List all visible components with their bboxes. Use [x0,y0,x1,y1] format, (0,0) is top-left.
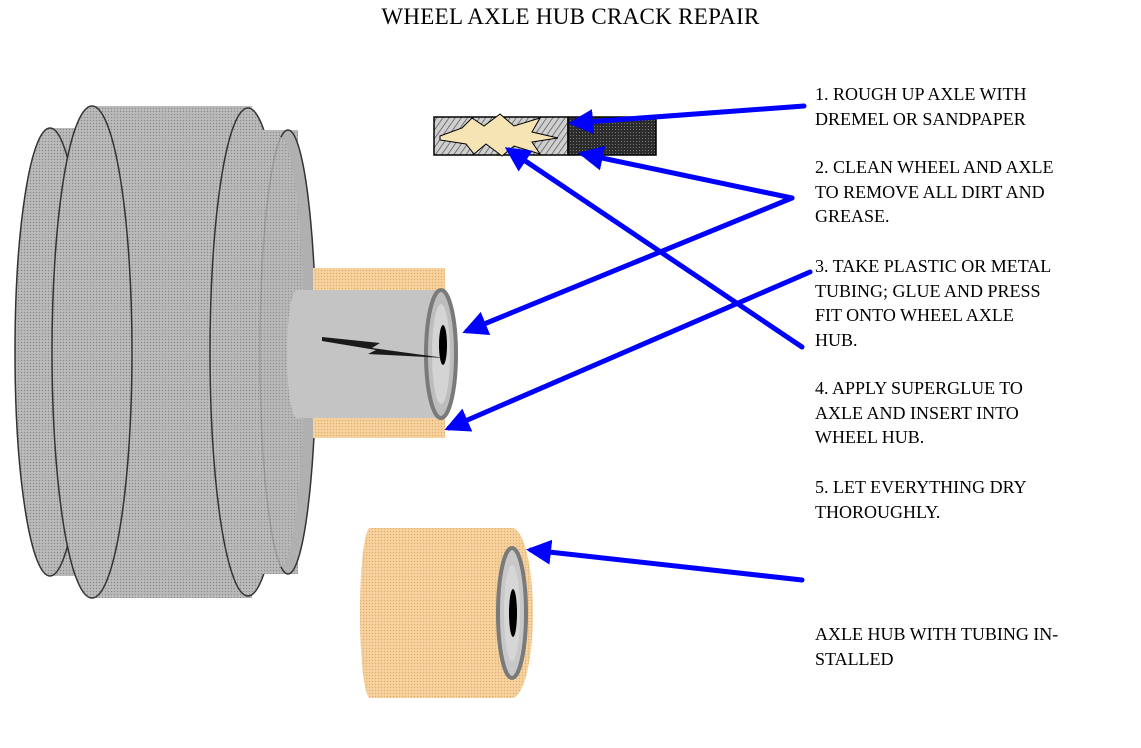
step-5-line-1: 5. LET EVERYTHING DRY [815,477,1027,497]
step-2-line-2: TO REMOVE ALL DIRT AND [815,181,1045,202]
step-4-line-2: AXLE AND INSERT INTO [815,402,1019,423]
wheel-drawing [14,105,317,599]
step-4-line-3: WHEEL HUB. [815,427,925,447]
step-4-text: 4. APPLY SUPERGLUE TO AXLE AND INSERT IN… [815,376,1023,450]
step-2-text: 2. CLEAN WHEEL AND AXLE TO REMOVE ALL DI… [815,155,1053,229]
step-5-line-2: THOROUGHLY. [815,501,941,522]
installed-hub-caption: AXLE HUB WITH TUBING IN- STALLED [815,622,1058,671]
step-5-text: 5. LET EVERYTHING DRY THOROUGHLY. [815,475,1027,524]
step-3-line-2: TUBING; GLUE AND PRESS [815,280,1041,301]
caption-line-1: AXLE HUB WITH TUBING IN- [815,624,1059,644]
arrow-step-1 [568,103,807,134]
caption-line-2: STALLED [815,648,894,669]
arrow-step-2-hub [462,195,795,335]
step-3-text: 3. TAKE PLASTIC OR METAL TUBING; GLUE AN… [815,254,1051,352]
hub-on-wheel [287,268,458,438]
step-1-text: 1. ROUGH UP AXLE WITH DREMEL OR SANDPAPE… [815,82,1027,131]
arrow-step-4-axle [504,147,805,350]
arrow-installed-hub [526,539,805,583]
step-3-line-1: 3. TAKE PLASTIC OR METAL [815,256,1052,276]
step-3-line-4: HUB. [815,329,858,350]
diagram-title: WHEEL AXLE HUB CRACK REPAIR [381,4,760,29]
step-3-line-3: FIT ONTO WHEEL AXLE [815,305,1014,325]
step-1-line-2: DREMEL OR SANDPAPER [815,108,1026,129]
step-2-line-3: GREASE. [815,206,890,226]
step-2-line-1: 2. CLEAN WHEEL AND AXLE [815,157,1054,177]
arrow-step-3-tubing [444,269,813,432]
step-4-line-1: 4. APPLY SUPERGLUE TO [815,378,1023,398]
step-1-line-1: 1. ROUGH UP AXLE WITH [815,84,1027,104]
installed-hub-drawing [360,528,533,698]
arrow-step-2-axle [578,145,795,201]
